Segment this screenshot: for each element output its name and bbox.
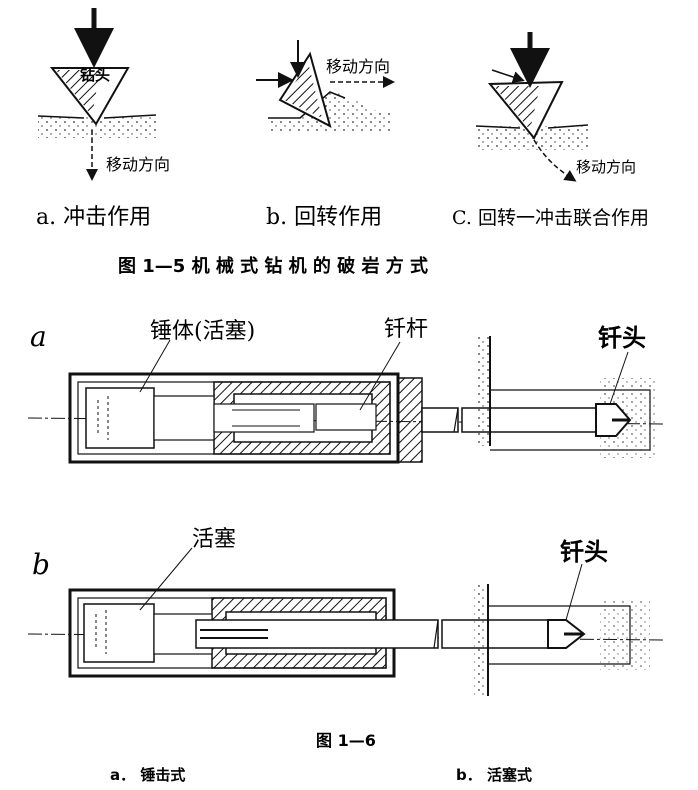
move-dir-label-c: 移动方向 bbox=[576, 158, 636, 176]
push-arrow-c bbox=[491, 69, 525, 83]
move-dir-label-a: 移动方向 bbox=[106, 155, 170, 174]
caption-b: b. 回转作用 bbox=[266, 205, 382, 230]
figure-1-5-title: 图 1—5 机 械 式 钻 机 的 破 岩 方 式 bbox=[118, 255, 428, 277]
piston-label: 活塞 bbox=[192, 527, 236, 552]
move-arrow-c bbox=[533, 139, 577, 182]
panel-a-impact: 钻头 移动方向 bbox=[37, 8, 170, 181]
rock-surface-a bbox=[38, 116, 156, 138]
panel-b-rotary: 移动方向 bbox=[256, 40, 395, 132]
drill-rod-label: 钎杆 bbox=[384, 317, 428, 342]
drill-rod-b bbox=[195, 619, 439, 649]
rock-surface-b bbox=[268, 90, 392, 132]
figure-1-6-caption-a: a． 锤击式 bbox=[110, 766, 185, 784]
hammer-piston-a bbox=[85, 387, 155, 449]
rock-wall-b bbox=[474, 584, 488, 696]
drill-bit-label: 钻头 bbox=[80, 66, 110, 84]
figure-1-6-title: 图 1—6 bbox=[316, 731, 376, 750]
figure-1-6-caption-b: b． 活塞式 bbox=[456, 766, 532, 784]
move-dir-label-b: 移动方向 bbox=[326, 57, 390, 76]
drill-head-label-b: 钎头 bbox=[560, 537, 608, 566]
drill-head-label-a: 钎头 bbox=[598, 323, 646, 352]
piston-drill-diagram: b 活塞 钎头 bbox=[27, 527, 667, 696]
caption-c: C. 回转一冲击联合作用 bbox=[452, 207, 649, 229]
label-b: b bbox=[32, 548, 50, 581]
piston-b bbox=[83, 603, 155, 663]
rock-wall-a bbox=[476, 336, 490, 446]
hammer-drill-diagram: a 锤体(活塞) 钎杆 钎头 bbox=[27, 317, 667, 464]
caption-a: a. 冲击作用 bbox=[36, 205, 151, 230]
chuck-a bbox=[397, 377, 423, 463]
label-a: a bbox=[30, 320, 47, 353]
drill-rod-a bbox=[421, 407, 459, 433]
panel-c-combined: 移动方向 bbox=[475, 32, 636, 182]
hammer-body-label: 锤体(活塞) bbox=[150, 319, 255, 344]
